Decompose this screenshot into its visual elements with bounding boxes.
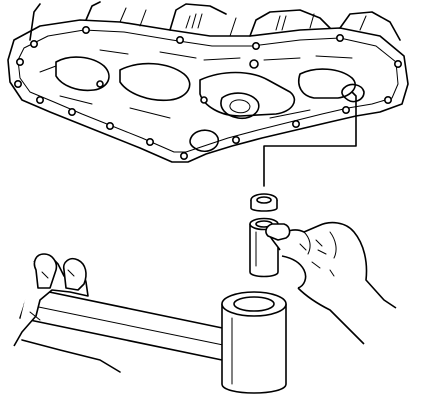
bolt-hole — [252, 41, 261, 50]
case-upper-casting — [29, 1, 401, 41]
bolt-hole — [291, 120, 300, 129]
case-detail-lines — [39, 49, 353, 119]
bolt-hole — [29, 39, 38, 48]
seal-ring — [250, 193, 278, 212]
bolt-holes — [14, 25, 402, 161]
case-pocket-center — [220, 92, 260, 120]
seal-ring-side — [250, 200, 278, 212]
case-channel — [199, 71, 296, 117]
hand-right — [265, 221, 397, 345]
case-flange-inner — [17, 29, 399, 153]
bolt-hole — [68, 108, 77, 117]
hand-left-creases — [29, 269, 75, 321]
bolt-hole — [393, 59, 402, 68]
finger-tip — [265, 223, 291, 241]
case-flange-outline — [7, 19, 409, 163]
thumb-left — [33, 253, 58, 289]
bolt-hole — [14, 80, 23, 89]
case-bore-lower — [189, 129, 219, 153]
bolt-hole — [232, 136, 241, 145]
hand-left-palm — [21, 339, 121, 373]
tool-head-bore — [233, 296, 275, 312]
bolt-hole — [383, 96, 392, 105]
bolt-hole — [35, 96, 44, 105]
case-passage-left — [55, 56, 110, 92]
bolt-hole — [96, 80, 104, 88]
bolt-hole — [15, 57, 24, 66]
finger-left — [62, 257, 87, 291]
tool-handle-edge — [23, 303, 229, 347]
case-casting-ribs — [119, 7, 367, 37]
tool-head-body — [221, 303, 287, 394]
callout-leader — [263, 91, 357, 187]
bolt-hole — [82, 25, 91, 34]
case-pocket-center-inner — [229, 99, 251, 114]
bolt-hole — [180, 152, 189, 161]
tool-handle — [19, 287, 233, 361]
case-passage-mid — [119, 62, 191, 102]
finger-lines — [303, 231, 337, 259]
seal-ring-hole — [256, 196, 272, 204]
bolt-hole — [200, 96, 208, 104]
bolt-hole — [341, 106, 350, 115]
bolt-hole — [335, 33, 344, 42]
case-shading-strokes — [185, 13, 287, 31]
bolt-hole — [146, 138, 155, 147]
installer-tool — [19, 287, 287, 394]
hand-left — [13, 253, 121, 373]
bolt-hole — [249, 59, 259, 69]
transmission-case — [7, 1, 409, 163]
hand-right-outline — [268, 221, 397, 345]
bolt-hole — [176, 35, 185, 44]
bolt-hole — [106, 122, 115, 131]
knuckle-creases — [299, 239, 335, 277]
case-right-bore — [341, 83, 365, 103]
